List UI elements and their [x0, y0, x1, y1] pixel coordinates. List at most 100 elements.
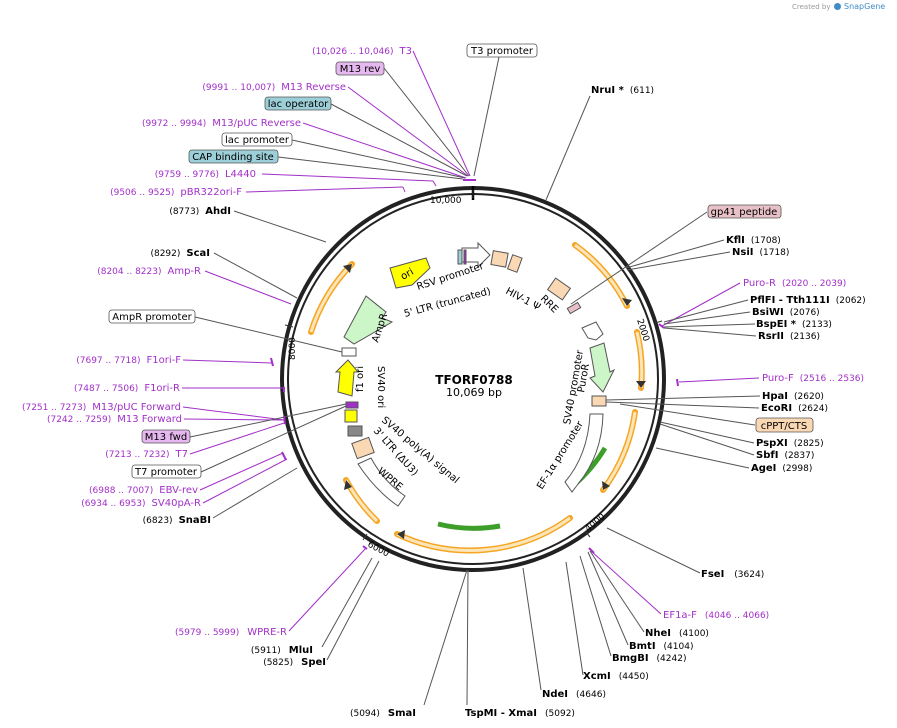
leader-t3 [412, 50, 471, 177]
label-amp-r-name: Amp-R [168, 266, 202, 277]
rre-feature [546, 277, 572, 301]
inner-label-sv40-ori: SV40 ori [375, 366, 386, 408]
label-ef1a-f-range: (4046 .. 4066) [705, 611, 769, 621]
credit-prefix: Created by [792, 3, 831, 11]
orf-arcs [308, 242, 645, 554]
label-bsiwi-pos: (2076) [790, 308, 820, 318]
tick-label-4000: 4000 [584, 512, 608, 535]
label-amp-r: (8204 .. 8223) Amp-R [97, 266, 201, 277]
label-bmti-pos: (4104) [664, 642, 694, 652]
label-ndei-name: NdeI [542, 689, 568, 700]
label-f1ori-f-name: F1ori-F [147, 355, 182, 366]
inner-label-ltr5: 5' LTR (truncated) [403, 286, 492, 320]
label-f1ori-f-range: (7697 .. 7718) [76, 356, 140, 366]
leader-ecori [605, 401, 760, 409]
label-nrui-pos: (611) [630, 86, 654, 96]
label-f1ori-r-name: F1ori-R [144, 383, 180, 394]
label-ef1a-f-name: EF1a-F [663, 610, 697, 621]
label-m13-reverse: (9991 .. 10,007)M13 Reverse [202, 82, 346, 93]
leader-f1ori-f [182, 359, 273, 364]
leader-ebv-rev [199, 452, 284, 491]
label-puro-f-range: (2516 .. 2536) [800, 374, 864, 384]
leader-bmgbi [579, 555, 612, 657]
snapgene-credit: Created by SnapGene [792, 2, 885, 11]
label-bmgbi-name: BmgBI [612, 653, 649, 664]
label-snabi-pos: (6823) [143, 516, 173, 526]
leader-agei [655, 447, 750, 469]
label-smai-pos: (5094) [350, 709, 380, 719]
primer-mark-f1ori-f [270, 357, 274, 367]
leader-ampr-promoter [194, 316, 343, 353]
label-t7-name: T7 [175, 449, 188, 460]
label-mlui-pos: (5911) [251, 646, 281, 656]
label-nsii: NsiI(1718) [732, 247, 789, 258]
primer-mark-puro-f [676, 378, 679, 387]
label-xcmi-name: XcmI [583, 671, 611, 682]
label-m13-reverse-range: (9991 .. 10,007) [202, 83, 275, 93]
hiv-psi-feature [506, 254, 523, 273]
label-kfli-pos: (1708) [751, 236, 781, 246]
label-sv40pa-r: (6934 .. 6953) SV40pA-R [81, 498, 201, 509]
label-ahdi-name: AhdI [205, 206, 231, 217]
label-l4440: (9759 .. 9776)L4440 [155, 169, 256, 180]
label-scai-pos: (8292) [150, 249, 180, 259]
right-labels: T3 promoter NruI *(611) gp41 peptide Kfl… [465, 43, 866, 719]
leader-bspei [663, 323, 756, 328]
tick-8000 [284, 324, 294, 328]
box-gp41-peptide-label: gp41 peptide [711, 207, 778, 218]
tick-2000 [654, 320, 663, 324]
label-xcmi-pos: (4450) [619, 672, 649, 682]
label-rsrii: RsrII(2136) [758, 331, 820, 342]
label-agei: AgeI(2998) [751, 463, 812, 474]
label-sv40pa-r-name: SV40pA-R [152, 498, 201, 509]
label-m13-puc-forward-range: (7251 .. 7273) [22, 403, 86, 413]
label-l4440-name: L4440 [225, 169, 256, 180]
leader-kfli [625, 239, 725, 269]
box-t3-promoter [466, 43, 538, 58]
label-tspmi-xmai: TspMI - XmaI(5092) [465, 708, 575, 719]
leader-m13-reverse [347, 86, 469, 177]
leader-spei [326, 560, 380, 661]
label-bsiwi-name: BsiWI [752, 307, 784, 318]
box-m13-fwd-label: M13 fwd [145, 432, 187, 443]
label-t3-range: (10,026 .. 10,046) [312, 47, 393, 57]
label-bsiwi: BsiWI (2076) [752, 307, 820, 318]
label-mlui: (5911)MluI [251, 645, 313, 656]
label-amp-r-range: (8204 .. 8223) [97, 267, 161, 277]
label-bspei-pos: (2133) [802, 320, 832, 330]
label-kfli: KflI(1708) [726, 235, 781, 246]
leader-gp41 [570, 211, 708, 305]
leader-amp-r [204, 270, 292, 305]
ampr-promoter-feature [341, 347, 357, 357]
label-f1ori-r-range: (7487 .. 7506) [74, 384, 138, 394]
label-pflfi: PflFI - Tth111I(2062) [750, 295, 866, 306]
leader-m13-forward [183, 418, 285, 421]
leader-cppt [619, 403, 756, 426]
orf-arrowhead-4 [397, 530, 405, 539]
label-puro-r: Puro-R(2020 .. 2039) [743, 278, 846, 289]
leader-bmti [587, 551, 629, 646]
box-lac-promoter-label: lac promoter [225, 135, 290, 146]
label-wpre-r: (5979 .. 5999)WPRE-R [175, 627, 287, 638]
label-hpai-name: HpaI [762, 391, 788, 402]
primer-mark-puro-r [658, 323, 665, 329]
label-pbr322ori-f-range: (9506 .. 9525) [110, 188, 174, 198]
leader-snabi [212, 467, 298, 519]
label-snabi: (6823)SnaBI [143, 515, 211, 526]
label-ebv-rev-range: (6988 .. 7007) [89, 486, 153, 496]
leader-bsiwi [663, 311, 751, 325]
label-spei: (5825)SpeI [263, 657, 326, 668]
orf-arrowhead-3 [602, 481, 610, 490]
label-ndei-pos: (4646) [576, 690, 606, 700]
label-scai-name: ScaI [186, 248, 210, 259]
primer-mark-ef1a-f [588, 547, 595, 554]
puror-feature [589, 342, 616, 393]
label-m13-puc-reverse: (9972 .. 9994)M13/pUC Reverse [142, 118, 301, 129]
label-sv40pa-r-range: (6934 .. 6953) [81, 499, 145, 509]
label-hpai: HpaI(2620) [762, 391, 824, 402]
label-nhei-name: NheI [645, 628, 671, 639]
plasmid-name: TFORF0788 [435, 373, 512, 387]
leader-pflfi [663, 299, 749, 323]
leader-lines-left [182, 50, 471, 519]
